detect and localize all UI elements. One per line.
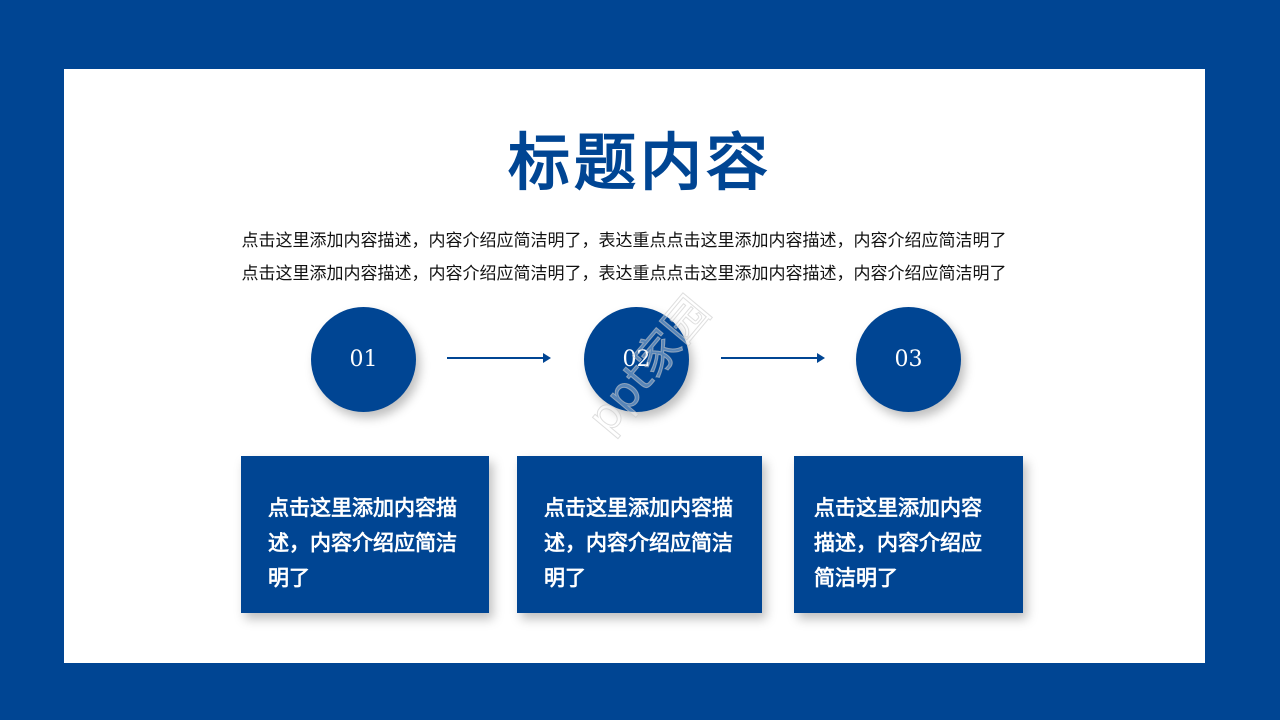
- step-circle-2: 02: [584, 307, 689, 412]
- step-box-3: 点击这里添加内容描述，内容介绍应简洁明了: [794, 456, 1023, 613]
- step-box-2: 点击这里添加内容描述，内容介绍应简洁明了: [517, 456, 762, 613]
- step-circle-1: 01: [311, 307, 416, 412]
- step-box-1: 点击这里添加内容描述，内容介绍应简洁明了: [241, 456, 489, 613]
- step-circle-3: 03: [856, 307, 961, 412]
- arrow-right-icon: [447, 353, 551, 363]
- description-line-1: 点击这里添加内容描述，内容介绍应简洁明了，表达重点点击这里添加内容描述，内容介绍…: [241, 231, 1007, 251]
- description-line-2: 点击这里添加内容描述，内容介绍应简洁明了，表达重点点击这里添加内容描述，内容介绍…: [241, 264, 1007, 284]
- arrow-right-icon: [721, 353, 825, 363]
- slide-title: 标题内容: [507, 126, 772, 199]
